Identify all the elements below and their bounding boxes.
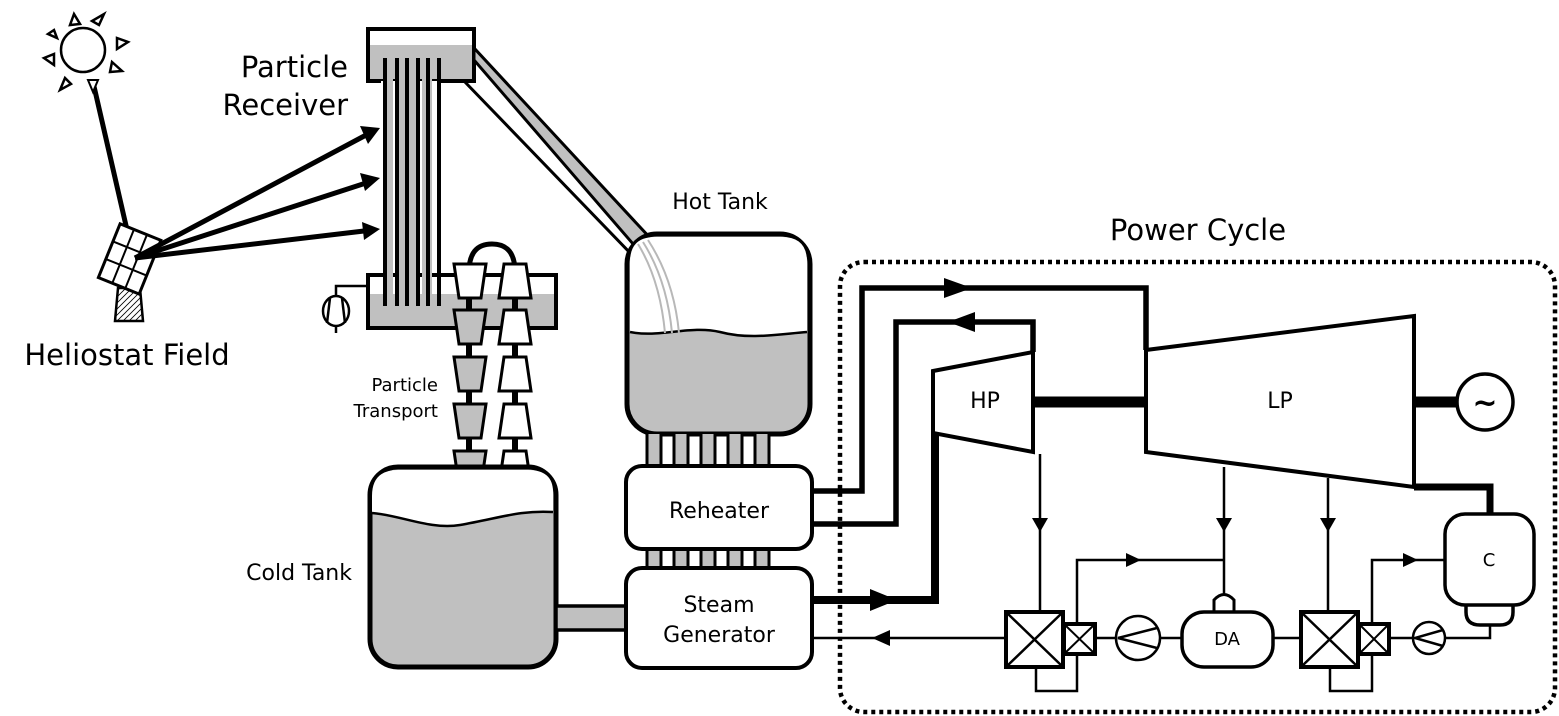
hx-tube — [701, 434, 715, 467]
elevator-bucket — [497, 402, 533, 440]
reflected-rays — [133, 126, 380, 261]
label-heliostat-field: Heliostat Field — [24, 338, 229, 372]
steam-generator — [624, 566, 814, 670]
steam-piping — [812, 285, 1494, 693]
elevator-bucket — [452, 262, 488, 300]
elevator-top-sprocket — [466, 241, 518, 273]
hx-tube — [674, 434, 688, 467]
sun-icon — [41, 10, 131, 93]
feedwater-heater-lp — [1299, 610, 1391, 669]
blower-icon — [321, 284, 368, 333]
cold-tank — [367, 464, 630, 670]
deaerator — [1180, 593, 1275, 669]
label-particle-receiver-line1: Particle — [241, 50, 348, 84]
hx-tube — [701, 549, 715, 569]
elevator-bucket — [452, 308, 488, 346]
heat-exchanger-tubes — [645, 434, 771, 569]
hx-tube — [728, 434, 742, 467]
hx-tube — [755, 549, 769, 569]
label-steam-generator-line1: Steam — [683, 593, 754, 618]
label-steam-generator-line2: Generator — [663, 623, 776, 648]
label-deaerator: DA — [1214, 629, 1241, 650]
elevator-bucket — [452, 355, 488, 393]
elevator-bucket — [497, 355, 533, 393]
heliostat-icon — [96, 221, 163, 323]
label-particle-receiver-line2: Receiver — [223, 88, 349, 122]
feed-pump-icon — [1114, 614, 1162, 662]
lp-turbine — [1144, 313, 1416, 490]
hot-tank — [624, 231, 813, 569]
hx-tube — [674, 549, 688, 569]
receiver-tubes — [383, 58, 441, 306]
hx-tube — [728, 549, 742, 569]
label-cold-tank: Cold Tank — [246, 561, 352, 586]
elevator-bucket — [497, 308, 533, 346]
hx-tube — [647, 549, 661, 569]
label-hp-turbine: HP — [970, 389, 1000, 414]
elevator-bucket — [452, 402, 488, 440]
reheater — [624, 464, 814, 551]
feedwater-heater-hp — [1004, 610, 1097, 669]
condensate-pump-icon — [1410, 620, 1447, 656]
label-power-cycle: Power Cycle — [1110, 213, 1286, 247]
hx-tube — [755, 434, 769, 467]
label-lp-turbine: LP — [1267, 389, 1293, 414]
labels: Particle Receiver Heliostat Field Partic… — [24, 50, 1497, 650]
label-hot-tank: Hot Tank — [672, 190, 768, 215]
generator-symbol: ~ — [1472, 386, 1497, 421]
hp-turbine — [931, 349, 1035, 455]
label-condenser: C — [1483, 550, 1496, 571]
condenser — [1443, 512, 1536, 627]
hx-tube — [647, 434, 661, 467]
power-cycle-boundary — [837, 259, 1558, 715]
label-particle-transport-line1: Particle — [371, 375, 438, 396]
flow-arrows — [870, 278, 1418, 646]
generator — [1455, 372, 1515, 432]
label-reheater: Reheater — [669, 499, 770, 524]
label-particle-transport-line2: Transport — [353, 401, 438, 422]
elevator-bucket — [497, 262, 533, 300]
